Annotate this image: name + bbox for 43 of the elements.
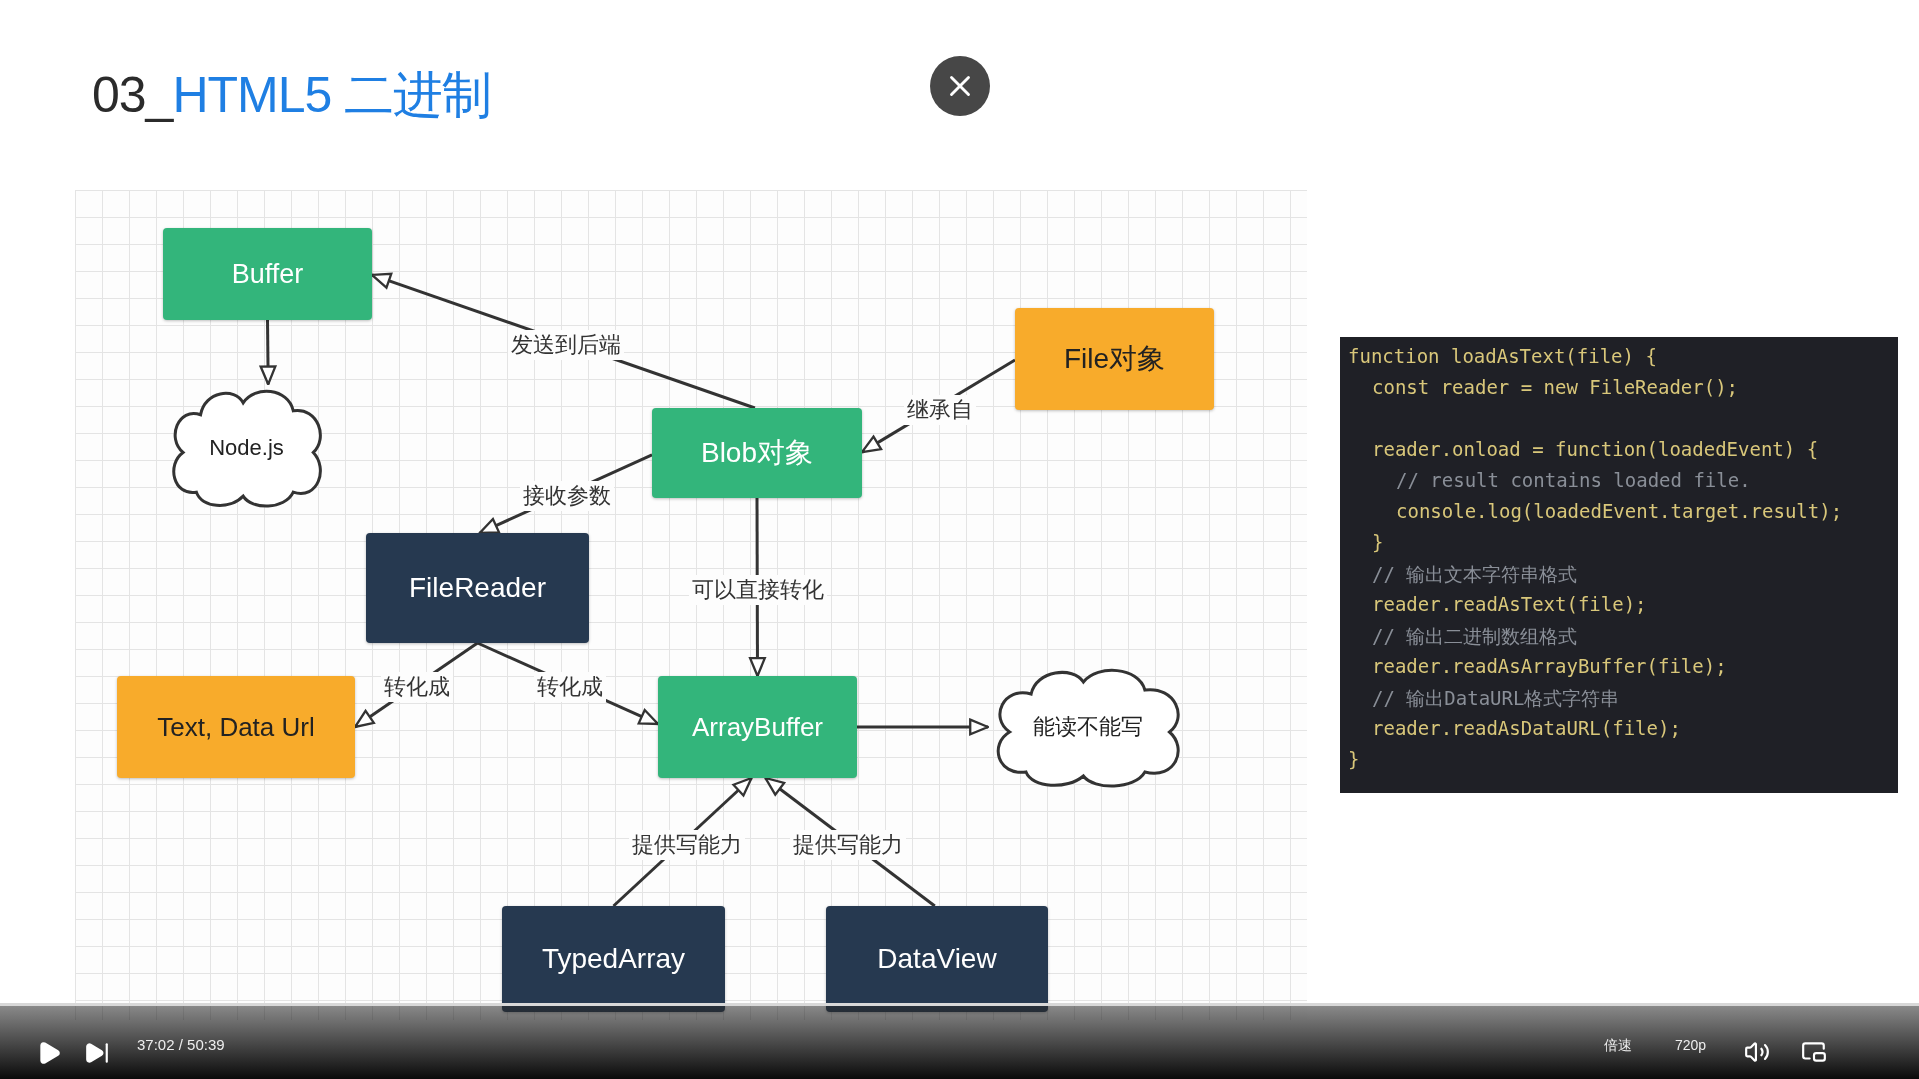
node-label: ArrayBuffer: [692, 711, 823, 743]
edge-label: 发送到后端: [508, 330, 624, 360]
node-label: File对象: [1063, 342, 1166, 376]
code-comment: // 输出二进制数组格式: [1372, 624, 1578, 649]
code-line: }: [1372, 531, 1384, 553]
edge-label: 提供写能力: [790, 830, 906, 860]
node-label: FileReader: [409, 572, 546, 604]
code-line: console.log(loadedEvent.target.result);: [1396, 500, 1843, 522]
time-display: 37:02 / 50:39: [137, 1036, 225, 1053]
code-line: reader.onload = function(loadedEvent) {: [1372, 438, 1819, 460]
player-option: 倍速: [1604, 1037, 1632, 1055]
process-box: [658, 676, 857, 778]
code-comment: // result contains loaded file.: [1396, 469, 1751, 491]
edge-label: 继承自: [904, 395, 976, 425]
code-line: const reader = new FileReader();: [1372, 376, 1739, 398]
node-label: Buffer: [231, 258, 304, 290]
code-line: reader.readAsDataURL(file);: [1372, 717, 1681, 739]
edge-label: 转化成: [381, 672, 453, 702]
edge-label: 转化成: [534, 672, 606, 702]
code-line: reader.readAsText(file);: [1372, 593, 1647, 615]
node-label: TypedArray: [541, 943, 686, 975]
node-label: Text, Data Url: [157, 711, 315, 743]
code-comment: // 输出文本字符串格式: [1372, 562, 1578, 587]
code-line: function loadAsText(file) {: [1348, 345, 1657, 367]
node-label: Blob对象: [700, 436, 813, 470]
node-label: 能读不能写: [1032, 713, 1143, 741]
node-label: DataView: [877, 943, 997, 975]
process-box: [1015, 308, 1214, 410]
process-box: [652, 408, 862, 498]
edge-label: 接收参数: [520, 481, 614, 511]
slide-title: 03_HTML5 二进制: [92, 66, 492, 125]
player-option: 720p: [1675, 1037, 1707, 1053]
edge-label: 可以直接转化: [689, 575, 827, 605]
edge-label: 提供写能力: [629, 830, 745, 860]
node-label: Node.js: [209, 434, 284, 461]
code-line: reader.readAsArrayBuffer(file);: [1372, 655, 1727, 677]
process-box: [163, 228, 372, 320]
process-box: [117, 676, 355, 778]
arrow: [259, 320, 277, 386]
code-comment: // 输出DataURL格式字符串: [1372, 686, 1620, 711]
process-box: [366, 533, 589, 643]
arrow: [857, 718, 990, 736]
code-line: }: [1348, 748, 1360, 770]
